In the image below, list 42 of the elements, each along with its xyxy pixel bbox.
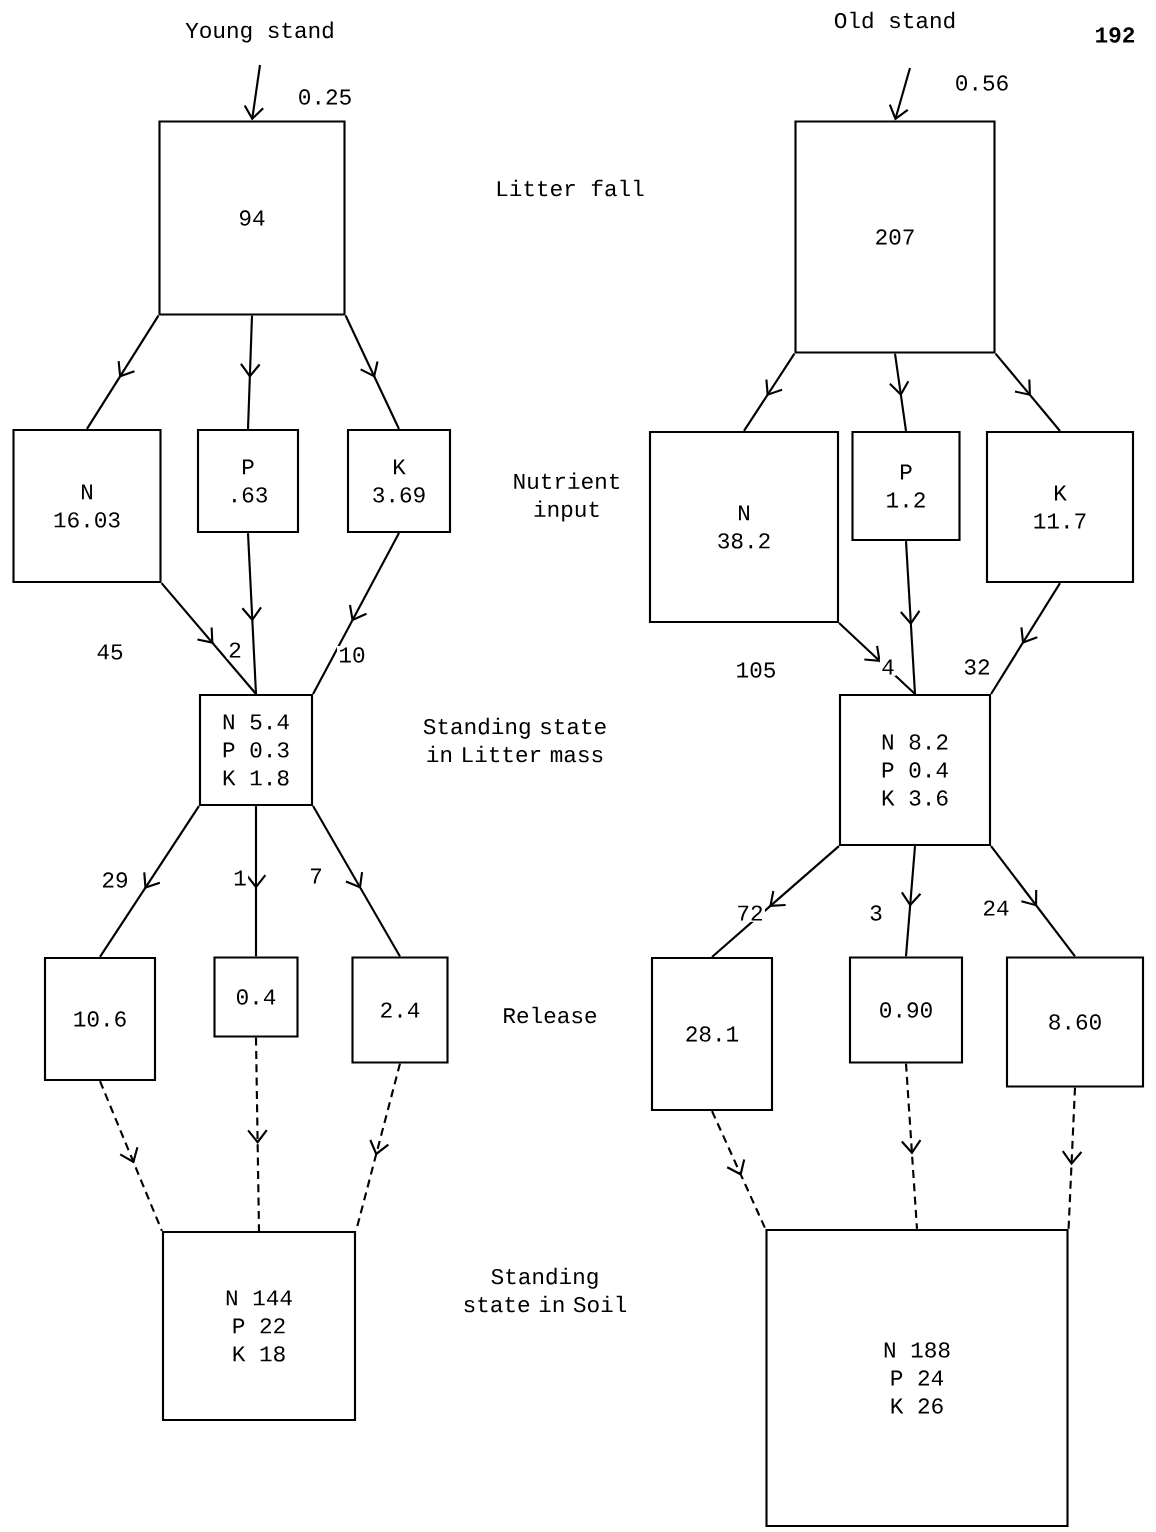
edge-label: 45 bbox=[95, 643, 125, 661]
value-box: 28.1 bbox=[650, 956, 774, 1112]
row-label: Nutrient input bbox=[514, 472, 620, 522]
value-box: N 38.2 bbox=[648, 430, 840, 624]
edge-label: 24 bbox=[981, 899, 1011, 917]
value-box: 8.60 bbox=[1005, 956, 1145, 1088]
value-box: 0.4 bbox=[213, 956, 299, 1038]
edge-label: 32 bbox=[962, 658, 992, 677]
edge-label: 4 bbox=[879, 658, 897, 676]
value-box: P 1.2 bbox=[851, 430, 961, 542]
value-box: N 188 P 24 K 26 bbox=[765, 1228, 1069, 1528]
arrow bbox=[243, 64, 264, 121]
value-box: N 144 P 22 K 18 bbox=[161, 1230, 357, 1422]
edge-label: 0.25 bbox=[296, 88, 354, 107]
edge-label: 29 bbox=[100, 871, 130, 890]
row-label: Standing state in Soil bbox=[464, 1267, 627, 1313]
column-heading: Old stand bbox=[834, 11, 955, 29]
value-box: 0.90 bbox=[848, 956, 964, 1064]
edge-label: 2 bbox=[226, 641, 244, 659]
value-box: 10.6 bbox=[43, 956, 157, 1082]
value-box: 207 bbox=[794, 120, 996, 354]
edge-label: 1 bbox=[231, 869, 249, 887]
value-box: P .63 bbox=[196, 428, 300, 534]
value-box: K 3.69 bbox=[346, 428, 452, 534]
edge-label: 3 bbox=[867, 904, 885, 923]
column-heading: Young stand bbox=[185, 21, 333, 43]
row-label: Standing state in Litter mass bbox=[423, 717, 606, 763]
value-box: 2.4 bbox=[351, 956, 449, 1064]
value-box: 94 bbox=[158, 120, 346, 316]
value-box: N 8.2 P 0.4 K 3.6 bbox=[838, 693, 992, 847]
value-box: K 11.7 bbox=[985, 430, 1135, 584]
row-label: Release bbox=[504, 1006, 597, 1024]
value-box: N 16.03 bbox=[12, 428, 162, 584]
edge-label: 72 bbox=[735, 904, 765, 922]
arrow bbox=[888, 67, 912, 121]
page-number: 192 bbox=[1096, 27, 1135, 43]
edge-label: 105 bbox=[734, 661, 778, 680]
row-label: Litter fall bbox=[497, 179, 644, 197]
value-box: N 5.4 P 0.3 K 1.8 bbox=[198, 693, 314, 807]
edge-label: 10 bbox=[337, 646, 367, 665]
edge-label: 7 bbox=[307, 867, 325, 885]
edge-label: 0.56 bbox=[953, 74, 1011, 93]
